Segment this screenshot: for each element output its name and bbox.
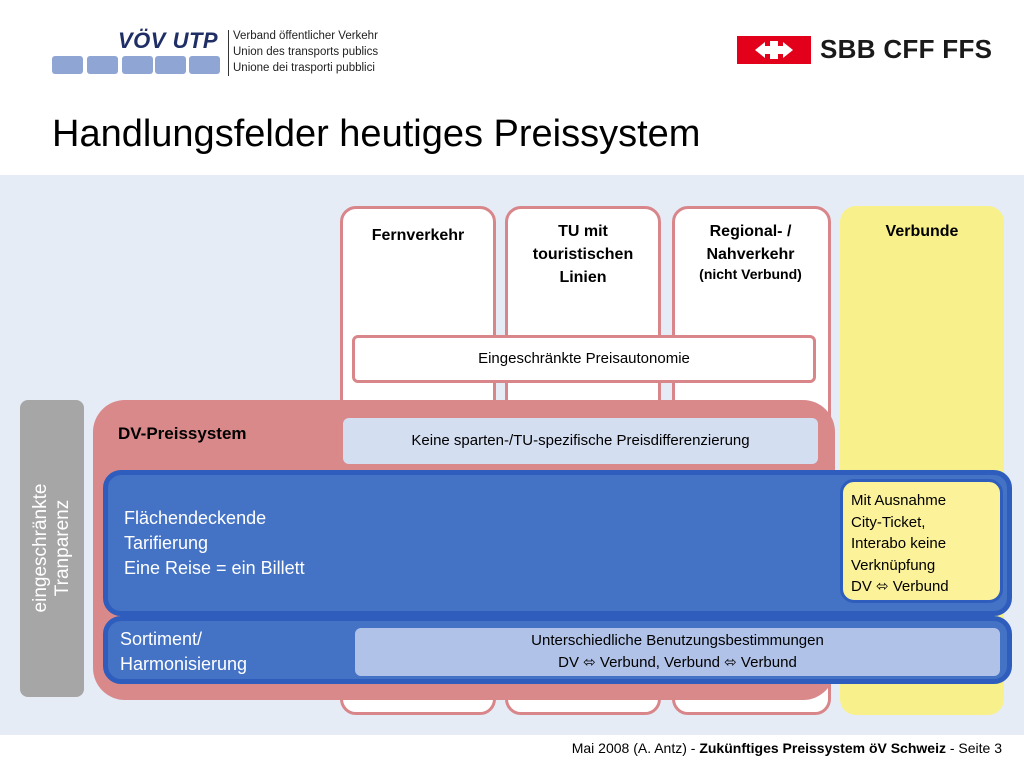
column-label-regional-line: Regional- / xyxy=(709,223,792,240)
org-name-de: Verband öffentlicher Verkehr xyxy=(233,30,378,42)
flaechendeckende-tarifierung-text: Flächendeckende Tarifierung Eine Reise =… xyxy=(124,506,305,581)
ausnahme-line: City-Ticket, xyxy=(851,513,926,531)
column-label-regional-line: Nahverkehr xyxy=(706,246,795,263)
ausnahme-line: Mit Ausnahme xyxy=(851,492,947,509)
vov-logo-text: VÖV UTP xyxy=(118,28,219,53)
sortiment-line: Harmonisierung xyxy=(120,654,248,674)
sbb-wordmark: SBB CFF FFS xyxy=(820,34,993,64)
flaechen-line: Eine Reise = ein Billett xyxy=(124,558,305,578)
sortiment-text: Sortiment/ Harmonisierung xyxy=(120,627,247,677)
footer-prefix: Mai 2008 (A. Antz) - xyxy=(571,740,700,756)
column-label-tu-line: TU mit xyxy=(558,223,608,240)
transparenz-side-bar xyxy=(20,400,84,697)
ausnahme-box: Mit Ausnahme City-Ticket, Interabo keine… xyxy=(840,479,1003,603)
org-name-it: Unione dei trasporti pubblici xyxy=(233,62,375,74)
column-label-regional-sub: (nicht Verbund) xyxy=(699,266,802,282)
page-title: Handlungsfelder heutiges Preissystem xyxy=(52,113,701,155)
column-label-verbunde: Verbunde xyxy=(885,223,959,240)
transparenz-line: Tranparenz xyxy=(52,499,73,597)
flaechen-line: Flächendeckende xyxy=(124,508,267,528)
footer-suffix: - Seite 3 xyxy=(945,740,1002,756)
ausnahme-line: Interabo keine xyxy=(851,535,947,552)
column-label-fernverkehr: Fernverkehr xyxy=(371,227,465,244)
preisautonomie-box: Eingeschränkte Preisautonomie xyxy=(352,335,816,383)
benutzungsbestimmungen-line: Unterschiedliche Benutzungsbestimmungen xyxy=(531,632,824,649)
header xyxy=(0,0,1024,175)
keine-differenzierung-box: Keine sparten-/TU-spezifische Preisdiffe… xyxy=(343,418,818,464)
transparenz-label: eingeschränkte Tranparenz xyxy=(30,480,74,616)
dv-preissystem-title: DV-Preissystem xyxy=(118,424,247,443)
ausnahme-line: DV ⬄ Verbund xyxy=(851,578,949,595)
vov-logo-block xyxy=(87,56,118,74)
column-label-tu-line: touristischen xyxy=(532,246,634,263)
vov-logo-block xyxy=(122,56,153,74)
column-label-regional: Regional- / Nahverkehr (nicht Verbund) xyxy=(674,220,827,282)
flaechen-line: Tarifierung xyxy=(124,533,209,553)
footer-title: Zukünftiges Preissystem öV Schweiz xyxy=(699,740,946,756)
column-label-tu-line: Linien xyxy=(559,269,607,286)
footer: Mai 2008 (A. Antz) - Zukünftiges Preissy… xyxy=(572,740,1002,756)
vov-logo-block xyxy=(52,56,83,74)
ausnahme-line: Verknüpfung xyxy=(851,556,936,574)
vov-logo-block xyxy=(155,56,186,74)
benutzungsbestimmungen-line: DV ⬄ Verbund, Verbund ⬄ Verbund xyxy=(558,653,797,671)
sortiment-line: Sortiment/ xyxy=(120,629,203,649)
vov-logo-block xyxy=(189,56,220,74)
vov-separator xyxy=(228,30,229,76)
benutzungsbestimmungen-box: Unterschiedliche Benutzungsbestimmungen … xyxy=(355,628,1000,676)
sbb-logo-icon xyxy=(737,36,811,64)
transparenz-line: eingeschränkte xyxy=(30,483,51,613)
column-label-tu: TU mit touristischen Linien xyxy=(508,220,658,289)
org-name-fr: Union des transports publics xyxy=(233,46,379,58)
